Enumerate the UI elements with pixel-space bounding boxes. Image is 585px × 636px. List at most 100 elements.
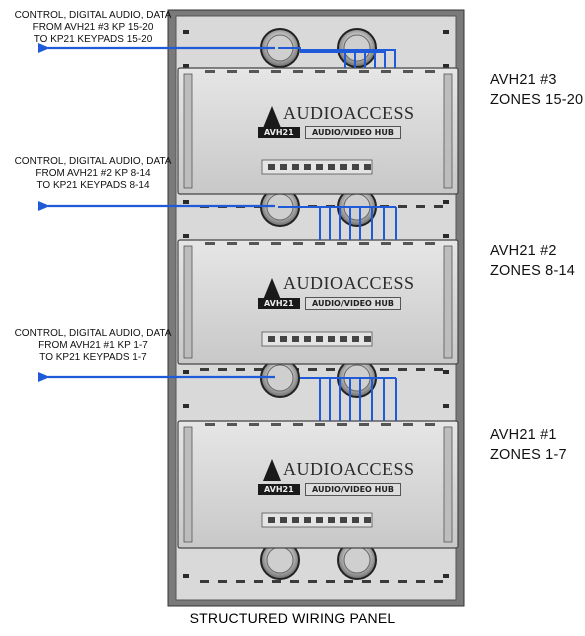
hub1-logo-mark xyxy=(263,459,281,481)
connection-label-hub3: CONTROL, DIGITAL AUDIO, DATA FROM AVH21 … xyxy=(14,10,172,45)
hub1-tab-right xyxy=(443,426,453,543)
vent-slot xyxy=(403,242,413,245)
hub2-desc-badge: AUDIO/VIDEO HUB xyxy=(305,297,401,310)
rail-slot xyxy=(416,205,425,208)
mounting-slot xyxy=(443,64,449,68)
vent-slot xyxy=(249,70,259,73)
rail-slot xyxy=(398,580,407,583)
vent-slot xyxy=(337,70,347,73)
vent-slot xyxy=(249,242,259,245)
connector-port xyxy=(352,164,359,170)
vent-slot xyxy=(249,423,259,426)
rail-slot xyxy=(362,580,371,583)
vent-slot xyxy=(293,242,303,245)
connector-port xyxy=(304,164,311,170)
rail-slot xyxy=(290,580,299,583)
vent-slot xyxy=(227,242,237,245)
vent-slot xyxy=(205,242,215,245)
connector-port xyxy=(340,336,347,342)
rail-slot xyxy=(326,368,335,371)
mounting-slot xyxy=(183,200,189,204)
rail-slot xyxy=(416,580,425,583)
vent-slot xyxy=(403,423,413,426)
vent-slot xyxy=(315,242,325,245)
rail-slot xyxy=(254,368,263,371)
hub1-model-badge: AVH21 xyxy=(258,484,300,495)
mounting-slot xyxy=(443,30,449,34)
connector-port xyxy=(292,164,299,170)
hub3-model-badge: AVH21 xyxy=(258,127,300,138)
hub3-cable xyxy=(300,51,386,68)
vent-slot xyxy=(271,242,281,245)
mounting-slot xyxy=(183,30,189,34)
rail-slot xyxy=(272,580,281,583)
rail-slot xyxy=(236,368,245,371)
rail-slot xyxy=(218,368,227,371)
connector-port xyxy=(292,517,299,523)
mounting-slot xyxy=(443,404,449,408)
vent-slot xyxy=(315,423,325,426)
connector-port xyxy=(292,336,299,342)
connector-port xyxy=(328,517,335,523)
knockout-inner xyxy=(343,34,371,62)
rail-slot xyxy=(218,580,227,583)
rail-slot xyxy=(344,580,353,583)
vent-slot xyxy=(227,423,237,426)
vent-slot xyxy=(381,242,391,245)
connector-port xyxy=(268,164,275,170)
knockout-inner xyxy=(343,546,371,574)
hub3-tab-left xyxy=(183,73,193,189)
vent-slot xyxy=(205,70,215,73)
vent-slot xyxy=(271,70,281,73)
hub3-tab-right xyxy=(443,73,453,189)
connector-port xyxy=(328,336,335,342)
vent-slot xyxy=(425,423,435,426)
hub2-logo-mark xyxy=(263,278,281,300)
connector-port xyxy=(364,164,371,170)
rail-slot xyxy=(416,368,425,371)
mounting-slot xyxy=(443,200,449,204)
hub-label-hub1: AVH21 #1 ZONES 1-7 xyxy=(490,427,567,463)
vent-slot xyxy=(337,242,347,245)
hub3-logo-mark xyxy=(263,106,281,128)
knockout-inner xyxy=(266,546,294,574)
connector-port xyxy=(316,336,323,342)
vent-slot xyxy=(227,70,237,73)
connector-port xyxy=(352,517,359,523)
connector-port xyxy=(280,336,287,342)
vent-slot xyxy=(425,70,435,73)
rail-slot xyxy=(398,205,407,208)
vent-slot xyxy=(293,423,303,426)
connector-port xyxy=(328,164,335,170)
rail-slot xyxy=(434,580,443,583)
hub2-tab-left xyxy=(183,245,193,359)
mounting-slot xyxy=(443,370,449,374)
hub2-model-badge: AVH21 xyxy=(258,298,300,309)
mounting-slot xyxy=(183,370,189,374)
connector-port xyxy=(268,336,275,342)
vent-slot xyxy=(205,423,215,426)
mounting-slot xyxy=(183,64,189,68)
connection-label-hub1: CONTROL, DIGITAL AUDIO, DATA FROM AVH21 … xyxy=(14,328,172,363)
connector-port xyxy=(364,336,371,342)
connector-port xyxy=(340,164,347,170)
connector-port xyxy=(364,517,371,523)
vent-slot xyxy=(359,242,369,245)
connector-port xyxy=(268,517,275,523)
hub3-desc-badge: AUDIO/VIDEO HUB xyxy=(305,126,401,139)
rail-slot xyxy=(434,205,443,208)
vent-slot xyxy=(359,423,369,426)
hub1-tab-left xyxy=(183,426,193,543)
connector-port xyxy=(352,336,359,342)
vent-slot xyxy=(271,423,281,426)
vent-slot xyxy=(381,423,391,426)
connector-port xyxy=(340,517,347,523)
vent-slot xyxy=(359,70,369,73)
rail-slot xyxy=(200,368,209,371)
mounting-slot xyxy=(183,404,189,408)
connector-port xyxy=(316,164,323,170)
connector-port xyxy=(304,517,311,523)
rail-slot xyxy=(398,368,407,371)
rail-slot xyxy=(380,368,389,371)
mounting-slot xyxy=(183,574,189,578)
